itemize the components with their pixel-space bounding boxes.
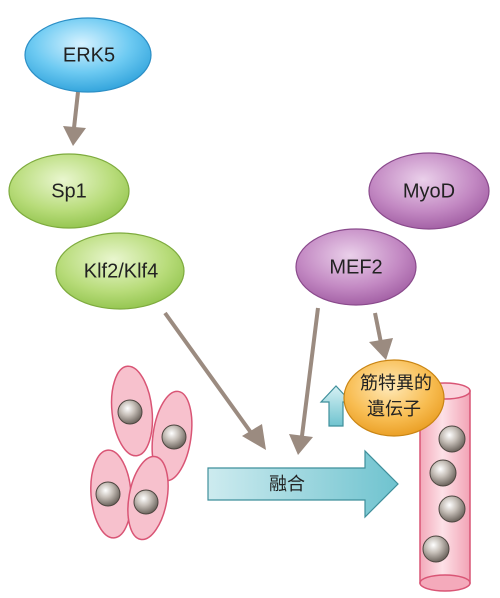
arrow-klf-to-fusion	[163, 311, 266, 450]
sp1-label: Sp1	[51, 180, 87, 202]
klf-node: Klf2/Klf4	[55, 232, 185, 310]
klf-label: Klf2/Klf4	[84, 260, 158, 282]
sp1-node: Sp1	[8, 153, 130, 229]
muscle-genes-node: 筋特異的 遺伝子	[343, 359, 445, 437]
muscle-genes-label-line2: 遺伝子	[367, 399, 421, 420]
myoblast-cell-1	[110, 365, 154, 457]
mef2-label: MEF2	[329, 256, 382, 278]
erk5-label: ERK5	[63, 44, 115, 66]
arrow-erk5-to-sp1	[63, 91, 86, 146]
arrow-mef2-to-muscle-genes	[369, 312, 393, 360]
fusion-label: 融合	[269, 474, 305, 495]
erk5-node: ERK5	[24, 17, 152, 93]
myod-node: MyoD	[368, 152, 490, 230]
myoblast-cell-4	[127, 455, 169, 541]
mef2-node: MEF2	[295, 228, 417, 306]
myoblast-cell-3	[90, 449, 132, 539]
fusion-arrow: 融合	[207, 449, 399, 519]
arrow-mef2-to-fusion	[289, 307, 320, 455]
myod-label: MyoD	[403, 180, 455, 202]
muscle-genes-label-line1: 筋特異的	[360, 373, 432, 394]
